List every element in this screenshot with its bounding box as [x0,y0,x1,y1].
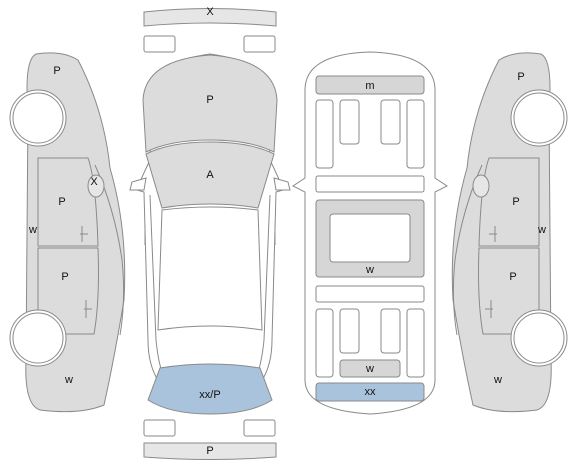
rear-crossbar[interactable] [315,285,425,303]
rear-right-seat[interactable] [380,308,401,354]
right-rear-quarter-label: w [493,374,502,386]
right-rocker-label: w [537,224,546,236]
top-right-mirror[interactable] [273,177,291,191]
right-front-fender-label: P [517,71,524,83]
left-door-handle-2[interactable] [84,300,92,318]
rear-console-label: w [365,363,374,375]
rear-window[interactable] [147,363,273,415]
hood-label: P [206,94,213,106]
front-left-seat[interactable] [339,99,360,145]
front-bumper[interactable] [143,8,277,27]
left-rear-door[interactable] [37,247,99,335]
left-front-fender-label: P [53,65,60,77]
windshield[interactable] [145,141,275,209]
rear-console[interactable] [339,359,401,378]
left-rear-door-label: P [61,271,68,283]
left-front-wheel[interactable] [12,92,64,144]
left-front-door-label: P [58,196,65,208]
right-front-door-label: P [512,196,519,208]
front-right-seat[interactable] [380,99,401,145]
front-right-seat-outer[interactable] [406,99,425,169]
top-view: X P A xx/P P [129,6,291,460]
left-rocker-label: w [28,224,37,236]
left-door-handle-1[interactable] [80,226,88,242]
trunk-panel[interactable] [315,382,425,402]
right-door-handle-2[interactable] [485,300,493,318]
right-window-frame [452,164,483,336]
front-crossbar[interactable] [315,175,425,193]
dashboard-label: m [365,80,374,92]
left-front-door[interactable] [37,157,99,247]
hood[interactable] [142,54,278,153]
front-left-seat-outer[interactable] [315,99,334,169]
right-rear-door-label: P [509,271,516,283]
rear-left-seat-outer[interactable] [315,308,334,378]
right-side-view: P P P w w [451,52,568,413]
right-door-handle-1[interactable] [489,226,497,242]
right-rear-door[interactable] [478,247,540,335]
top-left-mirror[interactable] [129,177,147,191]
left-taillight[interactable] [143,419,176,437]
interior-view: m w w xx [292,51,448,415]
right-headlight[interactable] [243,35,276,53]
right-front-wheel[interactable] [513,92,565,144]
left-rear-quarter-label: w [64,374,73,386]
rear-window-label: xx/P [199,389,220,401]
right-mirror[interactable] [472,174,490,198]
rear-right-seat-outer[interactable] [406,308,425,378]
rear-left-seat[interactable] [339,308,360,354]
dashboard[interactable] [315,75,425,95]
left-rear-wheel[interactable] [12,312,64,364]
left-mirror-label: X [90,176,98,188]
roof[interactable] [157,206,263,331]
rear-bumper[interactable] [143,442,277,460]
roof-panel-label: w [365,264,374,276]
right-front-door[interactable] [478,157,540,247]
windshield-label: A [206,169,214,181]
trunk-panel-label: xx [365,386,377,398]
left-side-view: P P X P w w [9,52,126,413]
rear-bumper-label: P [206,445,213,457]
right-rear-wheel[interactable] [513,312,565,364]
right-taillight[interactable] [243,419,276,437]
left-mirror[interactable] [87,174,105,198]
left-window-frame [94,164,125,336]
sunroof[interactable] [329,213,411,263]
front-bumper-label: X [206,6,214,18]
left-headlight[interactable] [143,35,176,53]
